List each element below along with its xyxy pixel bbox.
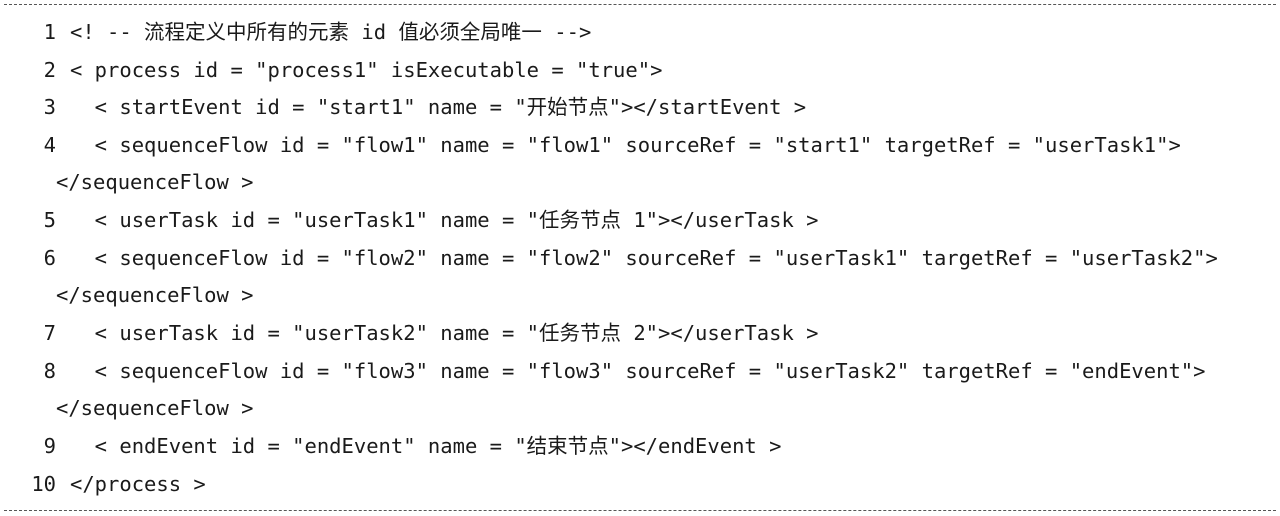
code-line-4-continuation: </sequenceFlow > [0, 164, 253, 201]
code-text: < userTask id = "userTask1" name = "任务节点… [70, 208, 819, 232]
code-line-2: 2 < process id = "process1" isExecutable … [0, 52, 663, 89]
code-line-10: 10 </process > [0, 466, 206, 503]
code-text: < endEvent id = "endEvent" name = "结束节点"… [70, 434, 782, 458]
code-text: < startEvent id = "start1" name = "开始节点"… [70, 95, 807, 119]
code-text: </sequenceFlow > [56, 170, 254, 194]
code-line-9: 9 < endEvent id = "endEvent" name = "结束节… [0, 428, 782, 465]
top-dashed-rule [4, 4, 1276, 5]
code-text: < sequenceFlow id = "flow3" name = "flow… [70, 359, 1206, 383]
code-line-1: 1 <! -- 流程定义中所有的元素 id 值必须全局唯一 --> [0, 14, 592, 51]
code-text: < process id = "process1" isExecutable =… [70, 58, 663, 82]
code-text: </sequenceFlow > [56, 283, 254, 307]
line-number: 7 [43, 321, 56, 345]
code-line-6: 6 < sequenceFlow id = "flow2" name = "fl… [0, 240, 1218, 277]
bottom-dashed-rule [4, 510, 1276, 511]
line-number: 8 [43, 359, 56, 383]
code-text: < sequenceFlow id = "flow1" name = "flow… [70, 133, 1181, 157]
line-number: 2 [43, 58, 56, 82]
line-number: 1 [43, 20, 56, 44]
line-number: 6 [43, 246, 56, 270]
code-line-3: 3 < startEvent id = "start1" name = "开始节… [0, 89, 806, 126]
code-text: < userTask id = "userTask2" name = "任务节点… [70, 321, 819, 345]
code-line-8-continuation: </sequenceFlow > [0, 390, 253, 427]
code-text: < sequenceFlow id = "flow2" name = "flow… [70, 246, 1218, 270]
line-number: 3 [43, 95, 56, 119]
line-number: 9 [43, 434, 56, 458]
line-number: 10 [31, 472, 56, 496]
code-text: <! -- 流程定义中所有的元素 id 值必须全局唯一 --> [70, 20, 592, 44]
code-line-5: 5 < userTask id = "userTask1" name = "任务… [0, 202, 819, 239]
code-text: </sequenceFlow > [56, 396, 254, 420]
code-text: </process > [70, 472, 206, 496]
line-number: 5 [43, 208, 56, 232]
line-number: 4 [43, 133, 56, 157]
code-line-6-continuation: </sequenceFlow > [0, 277, 253, 314]
code-line-4: 4 < sequenceFlow id = "flow1" name = "fl… [0, 127, 1181, 164]
code-line-8: 8 < sequenceFlow id = "flow3" name = "fl… [0, 353, 1206, 390]
code-line-7: 7 < userTask id = "userTask2" name = "任务… [0, 315, 819, 352]
